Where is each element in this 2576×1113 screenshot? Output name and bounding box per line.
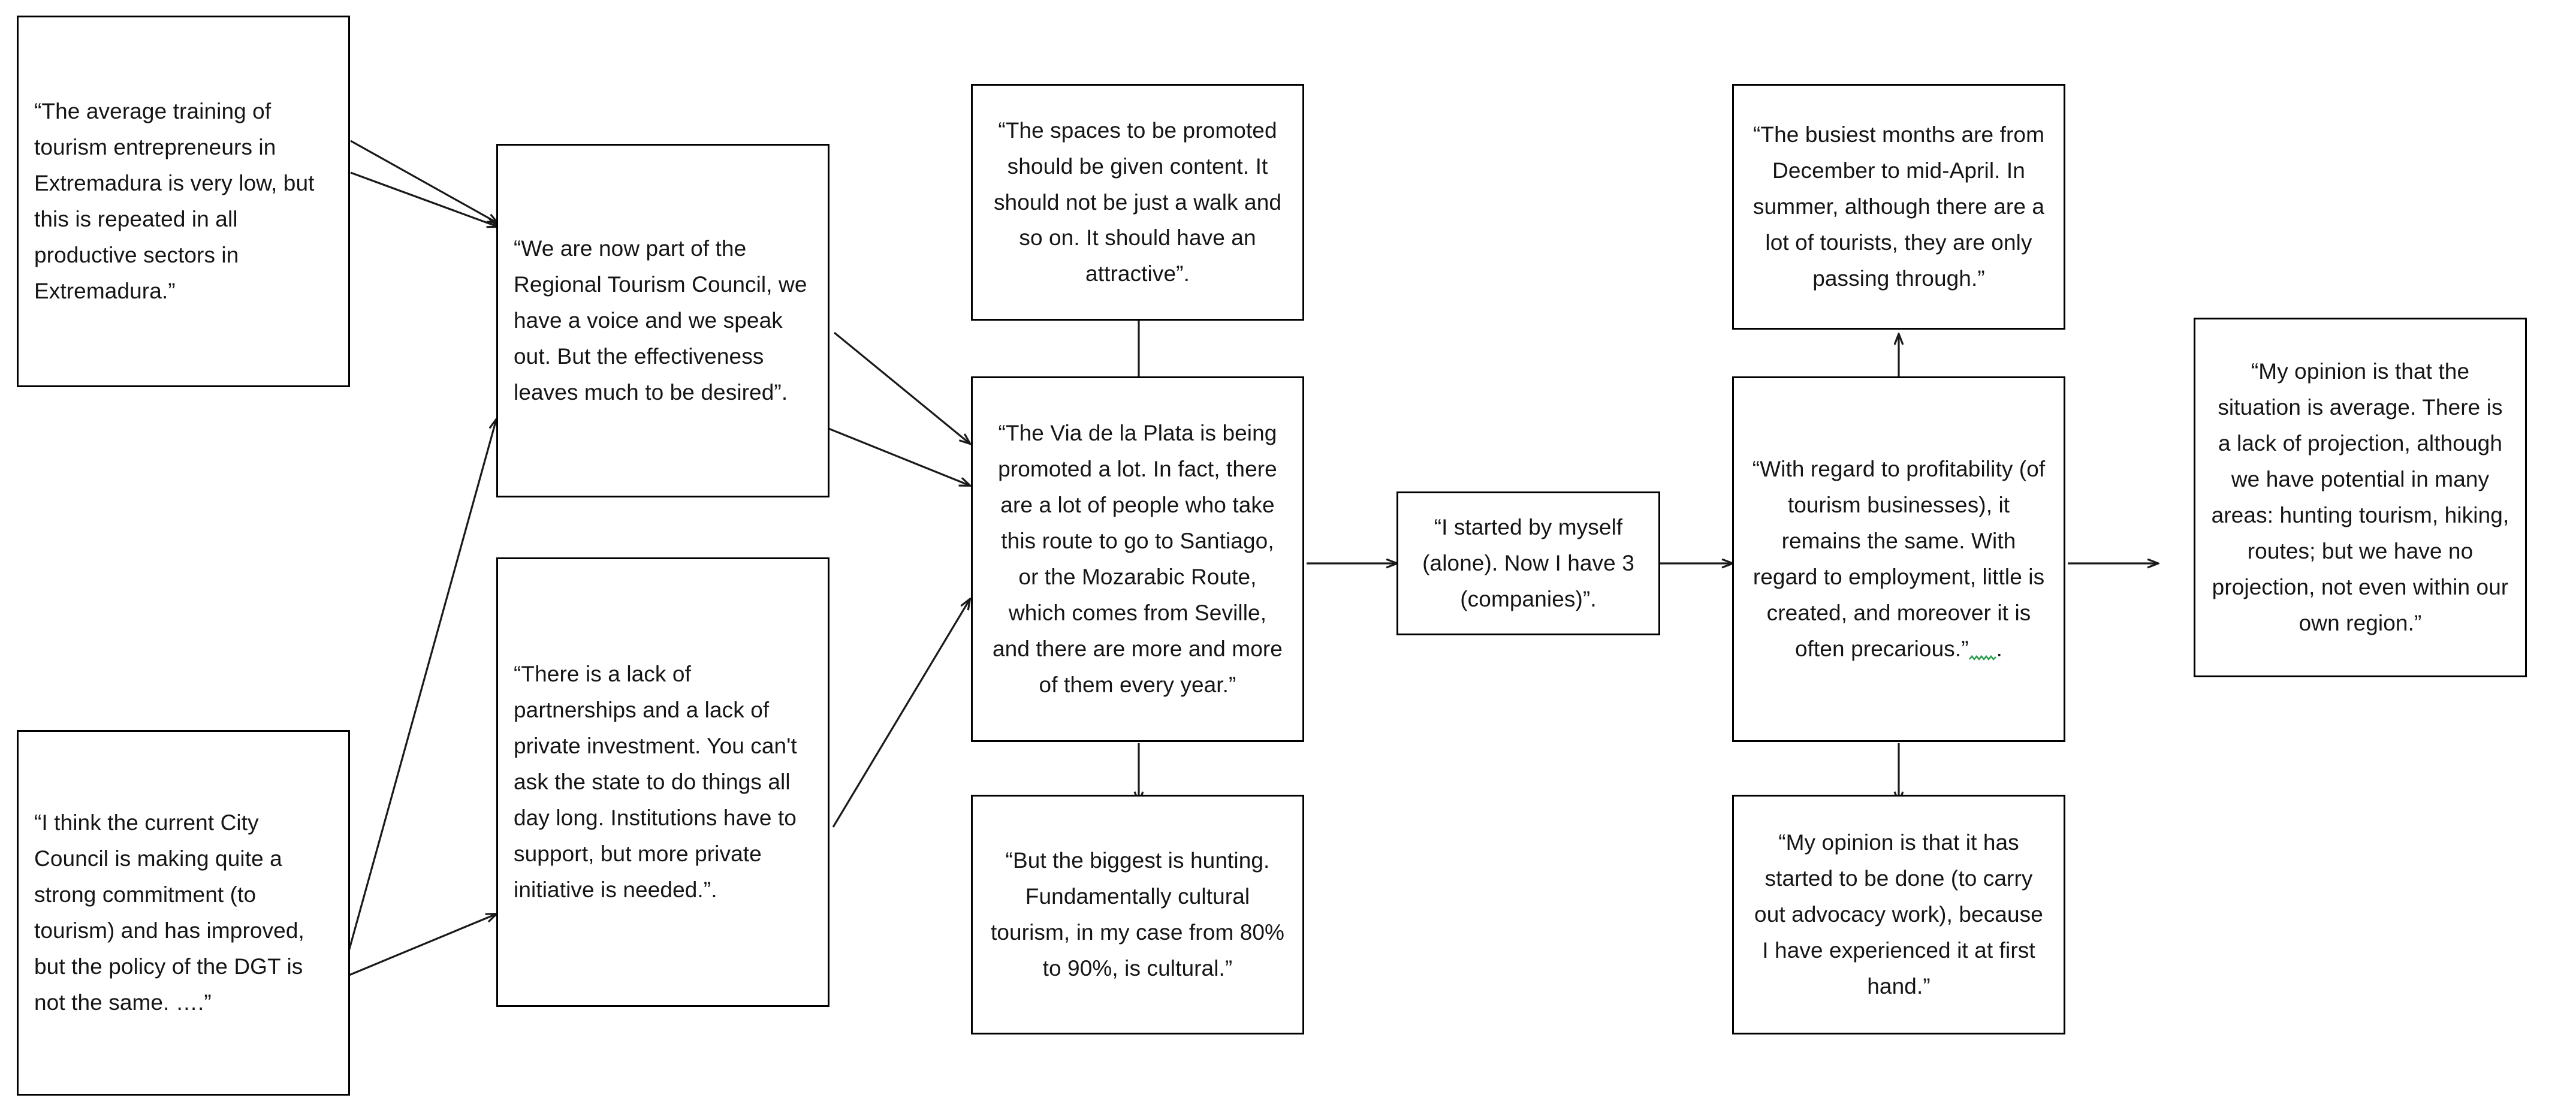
quote-box-busiest-months[interactable]: “The busiest months are from December to… [1732, 84, 2065, 330]
quote-box-situation-average[interactable]: “My opinion is that the situation is ave… [2194, 318, 2527, 677]
quote-text-advocacy: “My opinion is that it has started to be… [1754, 830, 2043, 999]
spellcheck-squiggle-icon [1968, 654, 1996, 660]
quote-text-situation-average: “My opinion is that the situation is ave… [2211, 359, 2509, 635]
quote-box-regional-council[interactable]: “We are now part of the Regional Tourism… [496, 144, 829, 497]
quote-text-training: “The average training of tourism entrepr… [34, 99, 315, 303]
quote-text-partnerships: “There is a lack of partnerships and a l… [514, 662, 797, 902]
quote-text-busiest-months: “The busiest months are from December to… [1752, 122, 2045, 291]
quote-box-advocacy[interactable]: “My opinion is that it has started to be… [1732, 795, 2065, 1034]
quote-text-started-alone: “I started by myself (alone). Now I have… [1422, 515, 1634, 611]
quote-text-city-council: “I think the current City Council is mak… [34, 810, 304, 1015]
quote-text-profitability-main: “With regard to profitability (of touris… [1752, 457, 2046, 661]
quote-box-training[interactable]: “The average training of tourism entrepr… [17, 16, 350, 387]
quote-box-started-alone[interactable]: “I started by myself (alone). Now I have… [1396, 491, 1660, 635]
arrow-city-council-to-regional-council [346, 420, 496, 956]
quote-box-partnerships[interactable]: “There is a lack of partnerships and a l… [496, 557, 829, 1007]
quote-box-city-council[interactable]: “I think the current City Council is mak… [17, 730, 350, 1096]
arrow-regional-council-to-via-upper [833, 331, 970, 444]
quote-text-regional-council: “We are now part of the Regional Tourism… [514, 236, 807, 405]
quote-box-profitability[interactable]: “With regard to profitability (of touris… [1732, 376, 2065, 742]
quote-box-via-de-la-plata[interactable]: “The Via de la Plata is being promoted a… [971, 376, 1304, 742]
quote-text-hunting: “But the biggest is hunting. Fundamental… [990, 848, 1285, 981]
quote-text-profitability-trailing: . [1996, 636, 2003, 661]
arrow-city-council-to-partnerships [347, 914, 496, 977]
quote-text-profitability: “With regard to profitability (of touris… [1749, 451, 2048, 667]
arrow-partnerships-to-via [832, 599, 970, 828]
quote-box-hunting[interactable]: “But the biggest is hunting. Fundamental… [971, 795, 1304, 1034]
arrow-regional-council-to-via-lower [821, 424, 970, 485]
arrow-training-to-regional-council-lower [350, 171, 497, 227]
quote-text-spaces-promoted: “The spaces to be promoted should be giv… [993, 117, 1282, 286]
quote-text-via-de-la-plata: “The Via de la Plata is being promoted a… [993, 421, 1283, 697]
arrow-training-to-regional-council-upper [350, 140, 497, 223]
quote-box-spaces-promoted[interactable]: “The spaces to be promoted should be giv… [971, 84, 1304, 321]
